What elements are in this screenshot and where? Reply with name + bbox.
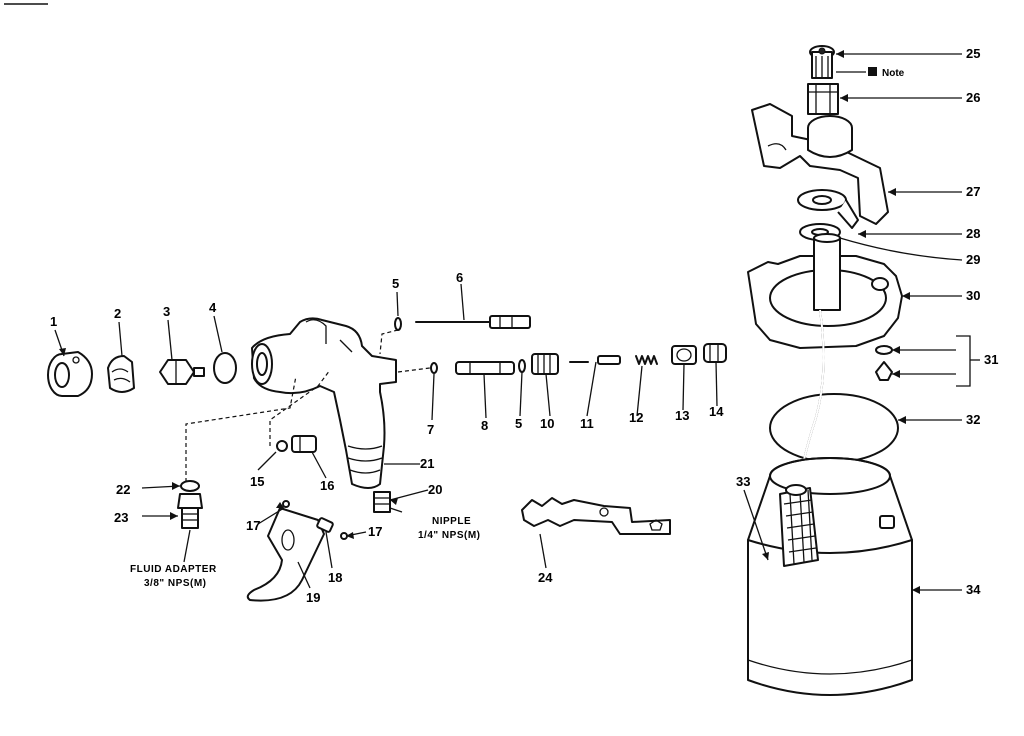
part-18-stud — [316, 517, 334, 533]
part-34-cup — [747, 457, 913, 696]
part-6-needle — [415, 315, 531, 329]
callout-16: 16 — [320, 478, 334, 493]
part-5-o-ring-lower — [518, 359, 526, 373]
nipple-label: NIPPLE — [432, 516, 471, 527]
part-20-nipple — [373, 491, 391, 513]
arrowheads — [59, 50, 920, 594]
part-28-clamp — [797, 189, 859, 229]
callout-24: 24 — [538, 570, 553, 585]
part-7-o-ring — [430, 362, 438, 374]
callout-10: 10 — [540, 416, 554, 431]
callout-17-left: 17 — [246, 518, 260, 533]
callout-21: 21 — [420, 456, 434, 471]
nipple-size: 1/4" NPS(M) — [418, 530, 480, 541]
callout-29: 29 — [966, 252, 980, 267]
callout-30: 30 — [966, 288, 980, 303]
callout-33: 33 — [736, 474, 750, 489]
callout-15: 15 — [250, 474, 264, 489]
callout-12: 12 — [629, 410, 643, 425]
callout-32: 32 — [966, 412, 980, 427]
callout-4: 4 — [209, 300, 217, 315]
part-26-fitting — [807, 83, 839, 115]
callout-5-upper: 5 — [392, 276, 399, 291]
callout-1: 1 — [50, 314, 57, 329]
guide-air-valve — [269, 369, 331, 446]
fluid-adapter-size: 3/8" NPS(M) — [144, 578, 206, 589]
callout-31: 31 — [984, 352, 998, 367]
callout-26: 26 — [966, 90, 980, 105]
part-2-retaining-ring — [107, 355, 135, 393]
part-24-wrench — [521, 497, 671, 535]
part-21-gun-body — [251, 317, 397, 489]
part-16-air-valve — [291, 435, 317, 453]
fluid-adapter-label: FLUID ADAPTER — [130, 564, 217, 575]
part-17-screw-left — [282, 500, 290, 508]
part-4-gasket — [213, 352, 237, 384]
callout-27: 27 — [966, 184, 980, 199]
part-25-thumb-screw — [809, 45, 835, 79]
part-5-o-ring-upper — [394, 317, 402, 331]
callout-6: 6 — [456, 270, 463, 285]
callout-14: 14 — [709, 404, 724, 419]
part-22-gasket — [180, 480, 200, 492]
note-marker-square — [868, 67, 877, 76]
callout-2: 2 — [114, 306, 121, 321]
guide-needle — [379, 329, 399, 355]
part-3-fluid-tip — [159, 359, 205, 385]
note-label: Note — [882, 68, 905, 79]
callout-34: 34 — [966, 582, 981, 597]
callout-17-right: 17 — [368, 524, 382, 539]
part-19-trigger — [246, 507, 325, 602]
callout-22: 22 — [116, 482, 130, 497]
callout-18: 18 — [328, 570, 342, 585]
callout-3: 3 — [163, 304, 170, 319]
callout-5-lower: 5 — [515, 416, 522, 431]
callout-28: 28 — [966, 226, 980, 241]
part-31-vent-assembly — [875, 345, 893, 381]
callout-8: 8 — [481, 418, 488, 433]
part-10-packing-nut — [531, 353, 559, 375]
guide-valve — [397, 367, 431, 373]
part-14-knob — [703, 343, 727, 363]
part-1-air-cap — [47, 351, 93, 397]
callout-25: 25 — [966, 46, 980, 61]
callout-numbers: 1 2 3 4 5 6 7 8 5 10 11 12 13 14 15 16 2… — [50, 46, 998, 605]
part-12-spring — [635, 355, 658, 365]
part-27-yoke — [751, 103, 889, 225]
part-13-adjusting-valve — [671, 345, 697, 365]
guide-fluid-adapter — [185, 375, 297, 482]
part-15-o-ring — [276, 440, 288, 452]
callout-13: 13 — [675, 408, 689, 423]
part-32-cup-gasket — [769, 393, 899, 463]
callout-19: 19 — [306, 590, 320, 605]
callout-20: 20 — [428, 482, 442, 497]
callout-11: 11 — [580, 416, 594, 431]
part-30-cup-cover — [747, 233, 903, 349]
part-11-pin — [569, 355, 621, 365]
callout-23: 23 — [114, 510, 128, 525]
callout-7: 7 — [427, 422, 434, 437]
part-33-strainer — [779, 484, 819, 567]
part-8-valve — [455, 361, 515, 375]
part-23-fluid-adapter — [177, 493, 203, 529]
